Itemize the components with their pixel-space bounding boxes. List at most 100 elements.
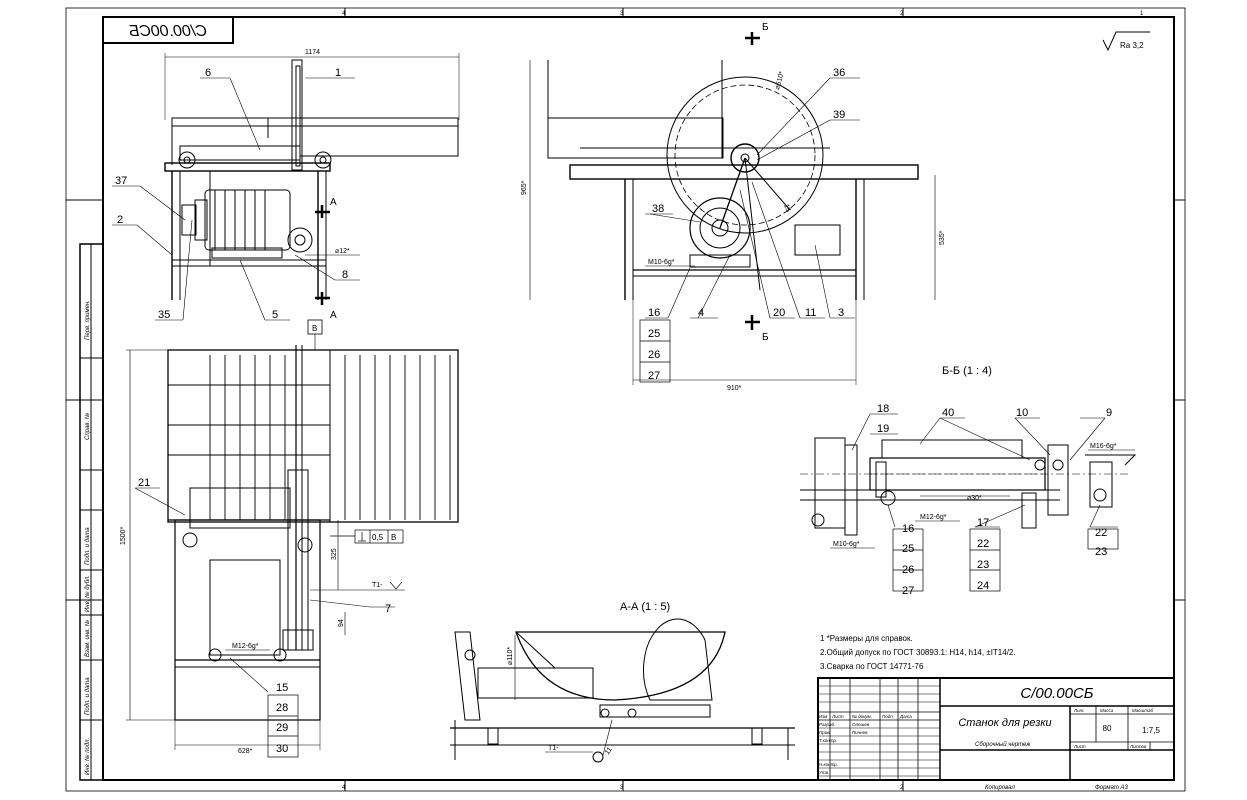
callout-22: 22	[977, 538, 989, 550]
stamp-label: Пров.	[819, 730, 831, 735]
callout-1: 1	[335, 67, 341, 79]
section-aa-title: А-А (1 : 5)	[620, 601, 670, 613]
dim-m10b: M10-6g*	[833, 541, 860, 548]
dim-height: 965*	[521, 180, 528, 195]
callout-27: 27	[648, 370, 660, 382]
cut-label-b: Б	[762, 332, 769, 343]
stamp-label: Масса	[1100, 708, 1114, 713]
callout-26: 26	[648, 349, 660, 361]
dim-11: 11	[604, 746, 614, 756]
side-view: Б Б 965* 535* 910*	[521, 22, 946, 392]
roughness-value: Ra 3,2	[1120, 41, 1144, 50]
note-line: 2.Общий допуск по ГОСТ 30893.1: H14, h14…	[820, 648, 1016, 657]
frame-mark: 4	[342, 785, 346, 791]
dim-height-535: 535*	[939, 230, 946, 245]
side-label: Инв. № дубл.	[84, 575, 91, 612]
dim-width: 1174	[305, 49, 320, 56]
callout-10: 10	[1016, 407, 1028, 419]
callout-18: 18	[877, 403, 889, 415]
callout-17: 17	[977, 517, 989, 529]
front-view: 1174 А А	[112, 49, 460, 321]
callout-25: 25	[648, 328, 660, 340]
scale-value: 1:7,5	[1142, 726, 1160, 735]
section-aa: А-А (1 : 5) ⌀110* T1- 11	[450, 601, 795, 763]
stamp-label: Подп.	[882, 714, 894, 719]
side-label: Справ. №	[84, 412, 91, 440]
callout-15: 15	[276, 682, 288, 694]
dim-m12b: M12-6g*	[920, 514, 947, 521]
callout-16: 16	[902, 523, 914, 535]
note-line: 1 *Размеры для справок.	[820, 634, 913, 643]
drawing-title: Станок для резки	[958, 717, 1051, 729]
stamp-name: Пичнев	[852, 730, 868, 735]
stamp-label: Т.контр.	[819, 738, 837, 743]
dim-diameter: ⌀12*	[335, 248, 350, 255]
top-view: В 1500*	[120, 319, 459, 758]
section-bb: Б-Б (1 : 4) ⌀30* M12-6g* M10-6g* M16-6g*	[800, 365, 1137, 597]
callout-39: 39	[833, 109, 845, 121]
callout-37: 37	[115, 175, 127, 187]
stamp-label: Разраб.	[819, 722, 835, 727]
callout-20: 20	[773, 307, 785, 319]
callout-6: 6	[205, 67, 211, 79]
callout-40: 40	[942, 407, 954, 419]
cut-label-a: А	[330, 197, 337, 208]
dim-m12: M12-6g*	[232, 643, 259, 650]
dim-110: ⌀110*	[507, 647, 514, 665]
callout-16: 16	[648, 307, 660, 319]
stamp-label: Дата	[899, 714, 912, 719]
dim-325: 325	[331, 548, 338, 560]
stamp-label: Листов	[1129, 744, 1147, 749]
stamp-label: Масштаб	[1132, 708, 1153, 713]
callout-23: 23	[1095, 546, 1107, 558]
callout-19: 19	[877, 423, 889, 435]
frame-mark: 2	[900, 785, 904, 791]
dim-30: ⌀30*	[967, 495, 982, 502]
callout-22: 22	[1095, 527, 1107, 539]
callout-5: 5	[272, 309, 278, 321]
footer-copied: Копировал	[985, 785, 1015, 791]
cut-label-b: Б	[762, 22, 769, 33]
callout-21: 21	[138, 477, 150, 489]
callout-26: 26	[902, 564, 914, 576]
callout-stack	[639, 319, 671, 383]
callout-4: 4	[698, 307, 704, 319]
frame-mark: 3	[620, 11, 624, 17]
callout-36: 36	[833, 67, 845, 79]
tolerance-ref: В	[391, 533, 396, 542]
frame-mark: 2	[900, 11, 904, 17]
side-label: Взам. инв. №	[84, 619, 91, 657]
callout-11: 11	[805, 307, 816, 319]
ref-b: В	[312, 324, 317, 333]
dim-628: 628*	[238, 748, 253, 755]
tolerance-value: 0,5	[372, 533, 384, 542]
title-block: С/00.00СБ Станок для резки Сборочный чер…	[817, 677, 1175, 781]
frame-mark: 1	[1140, 11, 1144, 17]
weld-mark: T1-	[372, 582, 383, 589]
drawing-code: С/00.00СБ	[1020, 685, 1093, 702]
dim-94: 94	[338, 619, 345, 627]
dim-15: 15	[782, 203, 791, 213]
roughness-sign: Ra 3,2	[1102, 31, 1150, 52]
callout-2: 2	[117, 214, 123, 226]
callout-28: 28	[276, 702, 288, 714]
note-line: 3.Сварка по ГОСТ 14771-76	[820, 662, 924, 671]
cut-label-a: А	[330, 310, 337, 321]
drawing-subtitle: Сборочный чертеж	[975, 741, 1031, 748]
section-bb-title: Б-Б (1 : 4)	[942, 365, 992, 377]
footer-format: Формат А3	[1095, 785, 1128, 791]
dim-510: ⌀510*	[774, 70, 786, 90]
sheet-frame: 4 3 2 1 4 3 2	[65, 7, 1186, 792]
callout-30: 30	[276, 743, 288, 755]
stamp-label: Утв.	[819, 770, 829, 775]
callout-7: 7	[385, 603, 391, 615]
frame-mark: 4	[342, 11, 346, 17]
side-stamp: Перв. примен. Справ. № Подп. и дата Инв.…	[79, 243, 104, 781]
callout-3: 3	[838, 307, 844, 319]
tolerance-frame	[330, 529, 404, 544]
stamp-label: № докум.	[852, 714, 872, 719]
stamp-label: Н.контр.	[819, 762, 838, 767]
side-label: Инв. № подл.	[84, 738, 91, 775]
dim-910: 910*	[727, 385, 742, 392]
